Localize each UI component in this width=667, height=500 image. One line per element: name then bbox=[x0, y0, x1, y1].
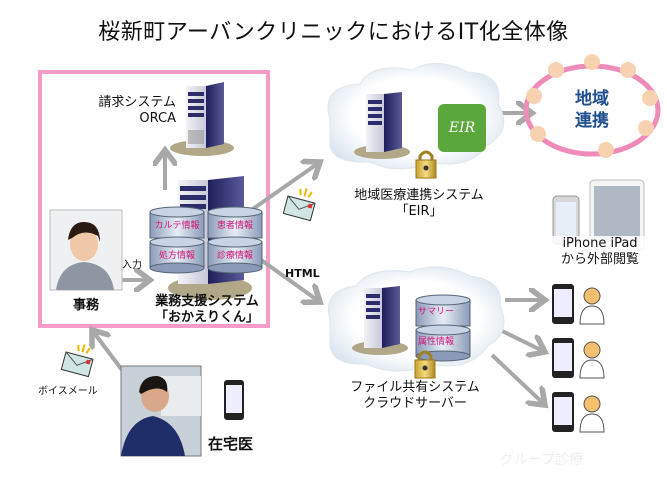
input-label: 入力 bbox=[122, 260, 142, 271]
regional-cooperation-label: 地域 連携 bbox=[566, 88, 618, 132]
office-worker-photo bbox=[49, 209, 123, 291]
doctor-with-phone-3 bbox=[552, 392, 605, 433]
db-label-treatment-info: 診療情報 bbox=[216, 251, 253, 261]
voicemail-label: ボイスメール bbox=[38, 386, 98, 397]
arrow-doctor-to-office bbox=[92, 330, 124, 372]
file-system-subtitle: クラウドサーバー bbox=[363, 396, 467, 411]
arrow-to-doctor-3 bbox=[490, 353, 545, 405]
eir-logo-text: EIR bbox=[448, 120, 476, 136]
db-label-prescription-info: 処方情報 bbox=[158, 251, 195, 261]
billing-system-name: 請求システム bbox=[98, 95, 176, 110]
regional-system-label: 地域医療連携システム 「EIR」 bbox=[334, 188, 504, 220]
doctor-with-phone-2 bbox=[552, 338, 605, 379]
ipad-icon bbox=[589, 179, 645, 251]
lock-icon bbox=[415, 150, 437, 179]
regional-cooperation-line2: 連携 bbox=[575, 111, 609, 131]
devices-line1: iPhone iPad bbox=[562, 236, 638, 251]
group-practice-label: グループ診療 bbox=[500, 452, 584, 468]
business-system-name: 業務支援システム bbox=[155, 294, 259, 309]
regional-cooperation-ring-icon bbox=[523, 54, 661, 158]
doctor-with-phone-1 bbox=[552, 284, 605, 325]
devices-label: iPhone iPad から外部閲覧 bbox=[540, 236, 660, 268]
db-cylinders-file bbox=[415, 294, 471, 362]
voicemail-envelope-icon bbox=[60, 344, 94, 378]
db-cylinder bbox=[415, 294, 471, 327]
billing-system-product: ORCA bbox=[139, 111, 176, 126]
db-cylinder bbox=[415, 324, 471, 362]
db-label-chart-info: カルテ情報 bbox=[154, 221, 200, 231]
db-label-summary: サマリー bbox=[418, 307, 455, 317]
business-system-label: 業務支援システム 「おかえりくん」 bbox=[142, 294, 272, 326]
business-system-product: 「おかえりくん」 bbox=[154, 310, 259, 325]
lock-icon bbox=[414, 350, 436, 379]
db-cylinder bbox=[207, 236, 263, 274]
eir-logo-icon: EIR bbox=[438, 104, 486, 152]
office-label: 事務 bbox=[72, 298, 99, 313]
home-doctor-phone-icon bbox=[224, 380, 244, 420]
orca-server-icon bbox=[170, 82, 234, 156]
file-system-label: ファイル共有システム クラウドサーバー bbox=[330, 380, 500, 412]
home-doctor-photo bbox=[120, 365, 202, 457]
file-system-name: ファイル共有システム bbox=[350, 380, 480, 395]
eir-server-icon bbox=[354, 92, 410, 159]
billing-system-label: 請求システム ORCA bbox=[68, 95, 176, 127]
regional-system-product: 「EIR」 bbox=[395, 204, 443, 219]
diagram-title: 桜新町アーバンクリニックにおけるIT化全体像 bbox=[98, 20, 569, 45]
home-doctor-label: 在宅医 bbox=[208, 435, 254, 453]
devices-line2: から外部閲覧 bbox=[560, 252, 639, 267]
db-cylinder bbox=[149, 206, 205, 239]
file-server-icon bbox=[352, 286, 408, 355]
db-cylinder bbox=[149, 236, 205, 274]
voicemail-envelope-icon bbox=[282, 188, 316, 222]
arrow-to-doctor-2 bbox=[499, 328, 545, 352]
db-cylinder bbox=[207, 206, 263, 239]
db-label-patient-info: 患者情報 bbox=[216, 221, 253, 231]
html-label: HTML bbox=[285, 267, 320, 280]
db-label-attribute-info: 属性情報 bbox=[418, 337, 455, 347]
regional-system-name: 地域医療連携システム bbox=[354, 188, 484, 203]
db-cylinders-business bbox=[149, 206, 263, 274]
regional-cooperation-line1: 地域 bbox=[575, 89, 609, 109]
